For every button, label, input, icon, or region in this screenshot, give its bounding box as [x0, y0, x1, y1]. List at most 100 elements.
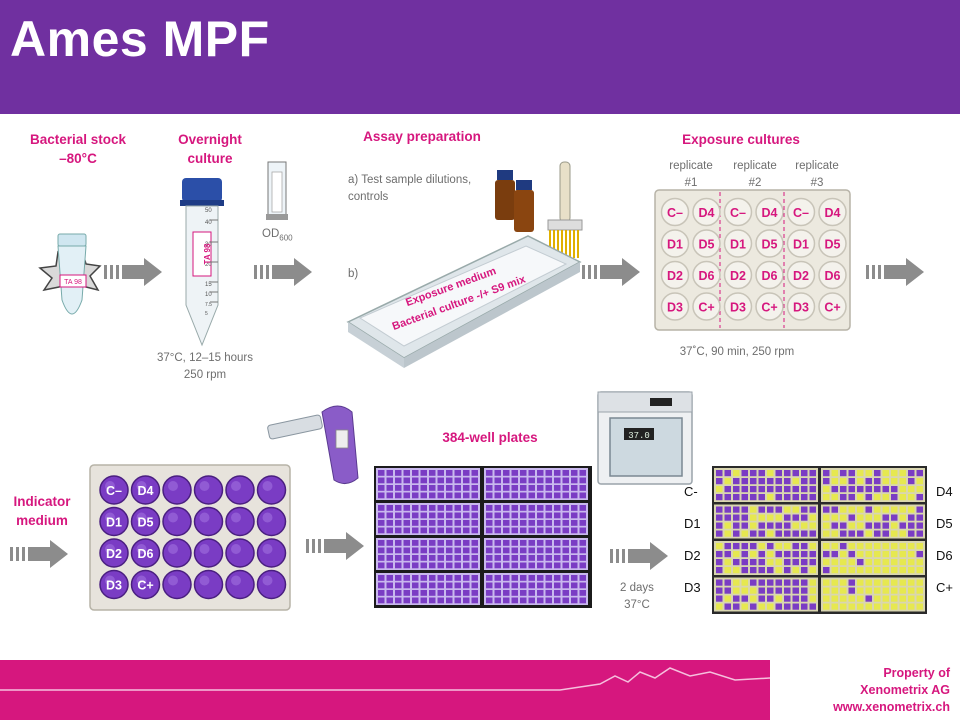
- exposure-well-label: D3: [793, 301, 809, 315]
- tube-scale-7-5: 7.5: [205, 302, 212, 308]
- footer-line-3: www.xenometrix.ch: [833, 700, 950, 714]
- tube-scale-20: 20: [205, 262, 212, 268]
- exposure-well: [692, 292, 721, 321]
- exposure-well: [723, 197, 753, 227]
- footer-panel: [770, 660, 960, 720]
- tube-scale-50: 50: [205, 208, 212, 214]
- exposure-well-label: D5: [699, 238, 715, 252]
- result-quadrant: [714, 577, 818, 612]
- exposure-well-label: D1: [667, 238, 683, 252]
- exposure-well: [755, 197, 784, 227]
- result-plate-384: [712, 466, 927, 614]
- result-quadrant: [821, 577, 925, 612]
- tube-scale-5: 5: [205, 311, 208, 317]
- exposure-cultures-label: Exposure cultures: [682, 132, 800, 147]
- replicate-3: replicate #3: [795, 160, 839, 189]
- exposure-well: [786, 197, 816, 227]
- step-a-text: a) Test sample dilutions, controls: [348, 174, 472, 203]
- exposure-well-label: C–: [793, 206, 809, 220]
- overnight-culture-label: Overnight culture: [165, 130, 255, 168]
- frozen-tube-label: TA 98: [64, 279, 82, 286]
- result-quadrant: [821, 541, 925, 575]
- exposure-well-label: D1: [793, 238, 809, 252]
- od-subscript: 600: [279, 233, 293, 243]
- plate-384-quadrant: [484, 468, 588, 500]
- exposure-well: [818, 292, 847, 321]
- incubation-conditions: 2 days 37°C: [620, 582, 654, 611]
- exposure-well-label: C+: [698, 301, 714, 315]
- result-quadrant: [714, 504, 818, 539]
- indicator-well-label: D6: [138, 547, 154, 561]
- tube-scale-15: 15: [205, 282, 212, 288]
- exposure-well: [723, 229, 753, 258]
- footer-text: Property of Xenometrix AG www.xenometrix…: [833, 665, 950, 716]
- exposure-well-label: D6: [762, 269, 778, 283]
- overnight-culture-text: Overnight culture: [178, 132, 242, 166]
- arrow-assay-to-exposure: [582, 258, 640, 286]
- bacterial-stock-label: Bacterial stock –80°C: [22, 130, 134, 168]
- exposure-well: [786, 260, 816, 290]
- exposure-well: [786, 229, 816, 258]
- cuvette-icon: [266, 161, 288, 220]
- exposure-well: [818, 260, 847, 290]
- plate-384-quadrant: [376, 503, 480, 535]
- plate-384-quadrant: [376, 538, 480, 570]
- result-left-label-3: D2: [684, 548, 701, 563]
- plate-384-quadrant: [376, 573, 480, 605]
- exposure-well-label: D2: [793, 269, 809, 283]
- exposure-conditions: 37˚C, 90 min, 250 rpm: [679, 346, 795, 358]
- incubator-display: 37.0: [628, 431, 650, 441]
- result-quadrant: [821, 468, 925, 502]
- exposure-well: [692, 229, 721, 258]
- exposure-well-label: D4: [762, 206, 778, 220]
- plate-384-quadrant: [376, 468, 480, 500]
- exposure-well: [755, 260, 784, 290]
- exposure-well-label: D5: [762, 238, 778, 252]
- exposure-well-label: D2: [667, 269, 683, 283]
- overnight-conditions: 37°C, 12–15 hours 250 rpm: [156, 352, 254, 381]
- exposure-well-label: D3: [730, 301, 746, 315]
- assay-preparation-label: Assay preparation: [363, 129, 481, 144]
- footer-line-1: Property of: [883, 666, 950, 680]
- exposure-well-label: C–: [667, 206, 683, 220]
- frozen-tube-icon: [38, 233, 102, 315]
- arrow-384-to-result: [610, 542, 668, 570]
- falcon-tube-label: TA 98: [203, 243, 212, 264]
- plate-384-quadrant: [484, 538, 588, 570]
- vials-icon: [495, 170, 534, 232]
- exposure-well: [660, 292, 690, 321]
- exposure-well: [660, 197, 690, 227]
- arrow-stock-to-culture: [104, 258, 162, 286]
- incubator-icon: [597, 391, 693, 485]
- result-quadrant: [821, 504, 925, 539]
- indicator-well-label: D4: [138, 484, 154, 498]
- exposure-well-label: D6: [825, 269, 841, 283]
- plate-384-quadrant: [484, 573, 588, 605]
- exposure-well: [755, 292, 784, 321]
- arrow-culture-to-assay: [254, 258, 312, 286]
- exposure-well: [818, 197, 847, 227]
- plate-384-quadrant: [484, 503, 588, 535]
- exposure-well: [692, 260, 721, 290]
- exposure-well-label: D5: [825, 238, 841, 252]
- arrow-exposure-to-next: [866, 258, 924, 286]
- exposure-well: [786, 292, 816, 321]
- arrow-into-indicator: [10, 540, 68, 568]
- exposure-well-label: C+: [761, 301, 777, 315]
- result-right-label-4: C+: [936, 580, 953, 595]
- od-text: OD: [262, 228, 280, 240]
- exposure-well-label: D1: [730, 238, 746, 252]
- result-left-label-4: D3: [684, 580, 701, 595]
- plates-384-group: [374, 466, 592, 608]
- bacterial-stock-text: Bacterial stock –80°C: [29, 132, 127, 166]
- exposure-well: [818, 229, 847, 258]
- indicator-well-label: D3: [106, 579, 122, 593]
- exposure-well: [692, 197, 721, 227]
- exposure-well: [723, 260, 753, 290]
- exposure-well: [660, 260, 690, 290]
- result-quadrant: [714, 541, 818, 575]
- exposure-well: [660, 229, 690, 258]
